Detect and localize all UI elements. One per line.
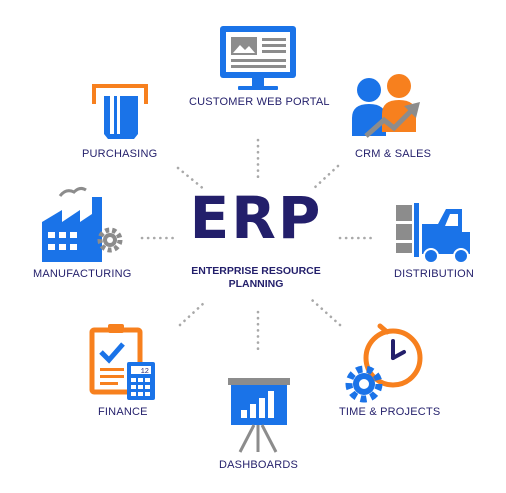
monitor-icon [220, 26, 296, 90]
factory-icon [42, 186, 123, 262]
customer-web-portal-label: CUSTOMER WEB PORTAL [189, 96, 330, 108]
erp-subtitle-line1: ENTERPRISE RESOURCE [191, 265, 321, 277]
connector-lines [140, 138, 374, 352]
connector-top-left [176, 166, 207, 192]
forklift-icon [396, 203, 470, 264]
erp-subtitle-line2: PLANNING [228, 278, 284, 290]
manufacturing-label: MANUFACTURING [33, 268, 132, 280]
connector-top-right [310, 164, 340, 192]
finance-label: FINANCE [98, 406, 148, 418]
distribution-label: DISTRIBUTION [394, 268, 475, 280]
calculator-display: 12 [141, 368, 149, 376]
connector-bottom-right [310, 298, 342, 327]
dashboards-label: DASHBOARDS [219, 459, 299, 471]
erp-title: ERP [189, 184, 323, 252]
clock-gear-icon [345, 323, 423, 403]
connector-bottom-left [178, 300, 207, 327]
clipboard-calculator-icon [89, 324, 155, 400]
purchasing-label: PURCHASING [82, 148, 158, 160]
erp-subtitle: ENTERPRISE RESOURCE PLANNING [176, 265, 336, 291]
card-terminal-icon [92, 84, 148, 139]
gear-icon [345, 365, 383, 403]
calculator-icon [127, 362, 155, 400]
people-growth-icon [352, 74, 420, 138]
presentation-board-icon [228, 378, 290, 453]
time-projects-label: TIME & PROJECTS [339, 406, 441, 418]
gear-icon [97, 227, 123, 253]
crm-sales-label: CRM & SALES [355, 148, 432, 160]
